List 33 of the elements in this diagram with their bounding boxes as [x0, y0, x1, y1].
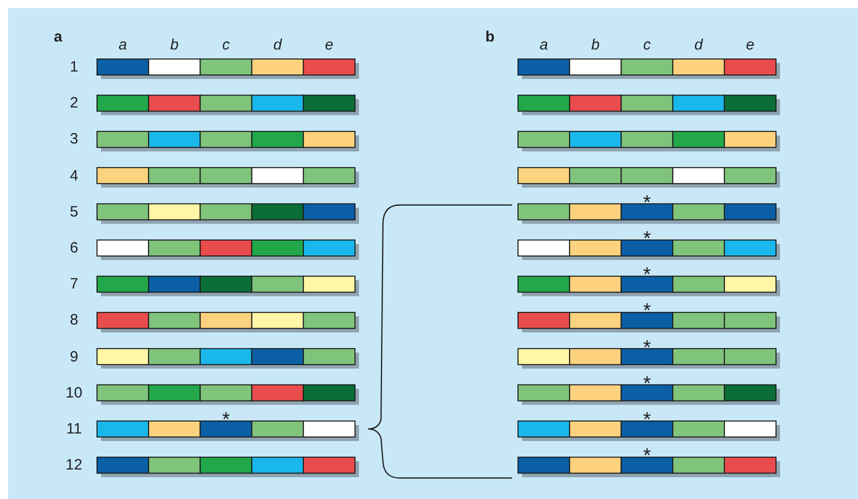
- asterisk: *: [643, 374, 651, 394]
- panel-letter: b: [485, 30, 495, 44]
- row-number: 9: [70, 349, 78, 364]
- row-number: 8: [70, 312, 78, 328]
- row-number: 5: [70, 204, 78, 220]
- column-letter: a: [118, 38, 127, 52]
- row-number: 7: [70, 276, 78, 292]
- column-letter: c: [643, 38, 651, 52]
- panel-letter: a: [54, 30, 62, 44]
- asterisk: *: [643, 301, 651, 322]
- asterisk: *: [643, 338, 651, 358]
- asterisk: *: [643, 446, 651, 466]
- row-number: 10: [66, 385, 82, 400]
- row-number: 4: [70, 168, 78, 184]
- column-letter: e: [325, 38, 334, 52]
- column-letter: c: [222, 38, 230, 52]
- column-letter: e: [746, 38, 754, 52]
- asterisk: *: [643, 192, 651, 213]
- asterisk: *: [643, 410, 651, 430]
- asterisk: *: [643, 265, 651, 286]
- row-number: 2: [70, 96, 78, 111]
- asterisk: *: [643, 229, 651, 249]
- row-number: 1: [70, 60, 78, 74]
- column-letter: a: [540, 38, 548, 52]
- row-number: 3: [70, 132, 78, 147]
- asterisk: *: [222, 410, 230, 430]
- column-letter: d: [694, 38, 703, 52]
- column-letter: b: [170, 38, 179, 52]
- row-number: 11: [66, 422, 82, 436]
- row-number: 6: [70, 240, 78, 256]
- column-letter: d: [273, 38, 282, 52]
- row-number: 12: [66, 458, 82, 473]
- column-letter: b: [591, 38, 600, 52]
